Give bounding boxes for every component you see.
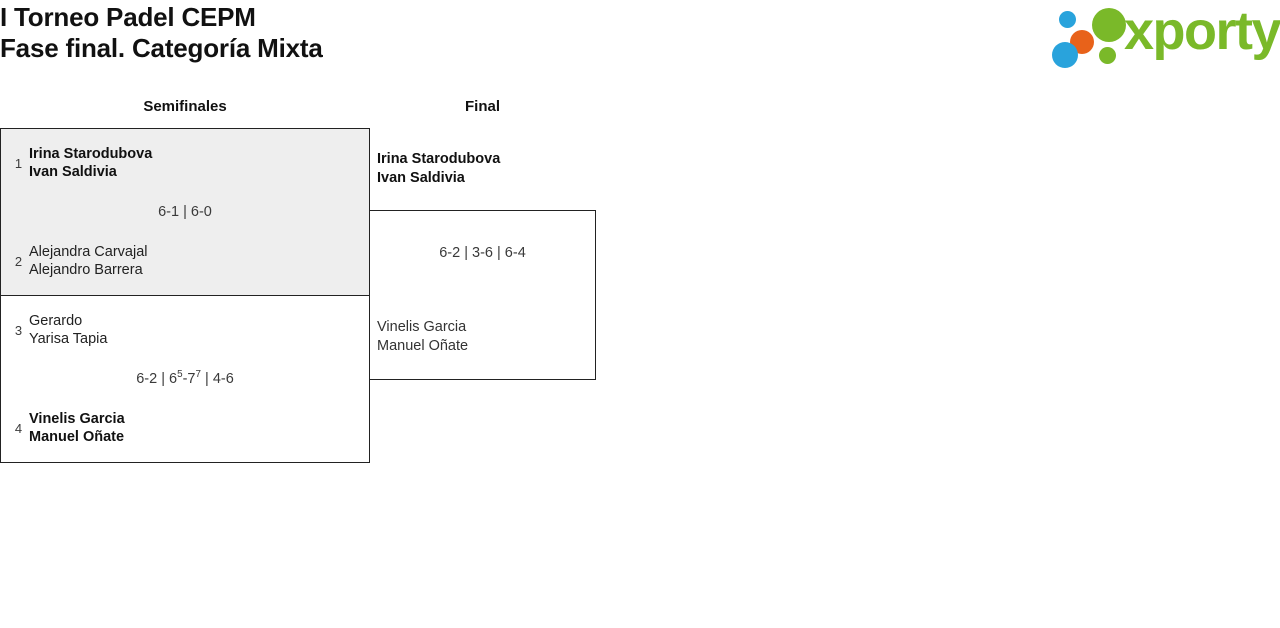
page-title: I Torneo Padel CEPM Fase final. Categorí… xyxy=(0,2,323,64)
tournament-header: I Torneo Padel CEPM Fase final. Categorí… xyxy=(0,0,1280,78)
score-separator-1: | xyxy=(157,371,170,387)
match-semifinal-1[interactable]: 1 Irina Starodubova Ivan Saldivia 6-1 | … xyxy=(0,128,370,296)
match-sf2-competitor-top[interactable]: 3 Gerardo Yarisa Tapia xyxy=(1,312,369,348)
round-header-semifinals: Semifinales xyxy=(143,98,227,115)
seed-number: 2 xyxy=(14,253,23,269)
match-sf1-competitor-bottom[interactable]: 2 Alejandra Carvajal Alejandro Barrera xyxy=(1,243,369,279)
logo-dot-blue-large-icon xyxy=(1052,42,1078,68)
seed-number: 3 xyxy=(14,322,23,338)
player-name: Irina Starodubova xyxy=(377,151,501,167)
player-name: Vinelis Garcia xyxy=(29,411,125,427)
match-sf2-competitor-bottom[interactable]: 4 Vinelis Garcia Manuel Oñate xyxy=(1,410,369,446)
page-title-line-1: I Torneo Padel CEPM xyxy=(0,2,256,32)
score-separator-2: | xyxy=(200,371,213,387)
player-name: Vinelis Garcia xyxy=(377,319,467,335)
match-final[interactable] xyxy=(369,210,596,380)
logo-wordmark: xporty xyxy=(1124,1,1280,61)
player-name: Manuel Oñate xyxy=(377,338,469,354)
player-name: Ivan Saldivia xyxy=(377,170,465,186)
match-sf2-score: 6-2 | 65-77 | 4-6 xyxy=(1,369,369,387)
round-header-final: Final xyxy=(464,98,500,115)
player-name: Manuel Oñate xyxy=(29,429,125,445)
score-set-2-games-b: 7 xyxy=(187,371,196,387)
team-names: Irina Starodubova Ivan Saldivia xyxy=(29,145,152,181)
team-names: Gerardo Yarisa Tapia xyxy=(29,312,107,348)
seed-number: 4 xyxy=(14,420,23,436)
player-name: Irina Starodubova xyxy=(29,146,153,162)
player-name: Alejandra Carvajal xyxy=(29,244,148,260)
player-name: Gerardo xyxy=(29,313,83,329)
score-set-3: 4-6 xyxy=(212,371,234,387)
score-set-2-games-a: 6 xyxy=(169,371,178,387)
score-set-2-tiebreak-b: 7 xyxy=(195,369,201,381)
team-names: Vinelis Garcia Manuel Oñate xyxy=(29,410,125,446)
match-final-competitor-top[interactable]: Irina Starodubova Ivan Saldivia xyxy=(377,150,500,188)
player-name: Ivan Saldivia xyxy=(29,164,117,180)
score-set-2-dash: - xyxy=(182,371,188,387)
seed-number: 1 xyxy=(14,155,23,171)
xporty-logo[interactable]: xporty xyxy=(1048,1,1280,68)
score-set-1: 6-1 xyxy=(158,204,180,220)
player-name: Alejandro Barrera xyxy=(29,262,143,278)
match-sf1-score: 6-1 | 6-0 xyxy=(1,204,369,220)
match-final-competitor-bottom[interactable]: Vinelis Garcia Manuel Oñate xyxy=(377,318,468,356)
team-names: Alejandra Carvajal Alejandro Barrera xyxy=(29,243,147,279)
page-title-line-2: Fase final. Categoría Mixta xyxy=(0,33,323,63)
player-name: Yarisa Tapia xyxy=(29,331,108,347)
score-set-2-tiebreak-a: 5 xyxy=(177,369,183,381)
match-semifinal-2[interactable]: 3 Gerardo Yarisa Tapia 6-2 | 65-77 | 4-6… xyxy=(0,295,370,463)
score-set-1: 6-2 xyxy=(136,371,158,387)
logo-dot-green-large-icon xyxy=(1092,8,1126,42)
logo-dot-green-small-icon xyxy=(1099,47,1116,64)
logo-dot-blue-small-icon xyxy=(1059,11,1076,28)
score-separator-1: | xyxy=(179,204,191,220)
match-sf1-competitor-top[interactable]: 1 Irina Starodubova Ivan Saldivia xyxy=(1,145,369,181)
match-final-score: 6-2 | 3-6 | 6-4 xyxy=(439,245,526,261)
score-set-2: 6-0 xyxy=(190,204,212,220)
